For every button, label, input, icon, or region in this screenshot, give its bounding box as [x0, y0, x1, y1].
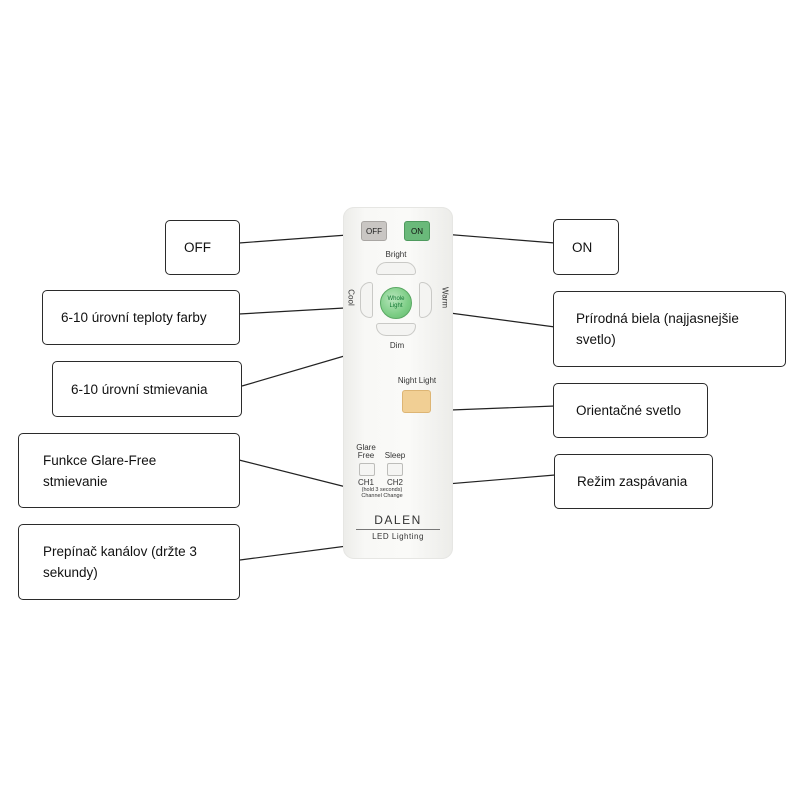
glare-free-ch1-button[interactable] — [359, 463, 375, 476]
brand-divider — [356, 529, 440, 530]
whole-light-label-2: Light — [389, 303, 403, 309]
brand-subtitle: LED Lighting — [372, 532, 424, 541]
warm-label: Warm — [440, 286, 450, 309]
callout-off: OFF — [165, 220, 240, 275]
on-button[interactable]: ON — [404, 221, 430, 241]
callout-sleep-mode: Režim zaspávania — [554, 454, 713, 509]
hold-note: (hold 3 seconds) — [361, 487, 403, 493]
callout-on-text: ON — [572, 239, 593, 255]
whole-light-label-1: Whole — [387, 296, 405, 302]
callout-natural-white-line1: Prírodná biela (najjasnejšie — [576, 311, 739, 326]
off-button[interactable]: OFF — [361, 221, 387, 241]
off-button-label: OFF — [366, 226, 382, 236]
sleep-label: Sleep — [384, 451, 406, 460]
channel-change-label: Channel Change — [361, 493, 403, 499]
on-button-label: ON — [411, 226, 423, 236]
callout-orientation-light: Orientačné svetlo — [553, 383, 708, 438]
callout-glare-free: Funkce Glare-Free stmievanie — [18, 433, 240, 508]
warm-button[interactable] — [419, 282, 432, 318]
glare-free-label-2: Free — [357, 451, 375, 460]
callout-channel-switch-line2: sekundy) — [43, 565, 98, 580]
callout-dimming-text: 6-10 úrovní stmievania — [71, 381, 208, 397]
callout-channel-switch: Prepínač kanálov (držte 3 sekundy) — [18, 524, 240, 600]
bright-label: Bright — [385, 250, 407, 259]
callout-glare-free-line1: Funkce Glare-Free — [43, 452, 157, 468]
ch2-label: CH2 — [386, 478, 403, 487]
brand-name: DALEN — [374, 513, 422, 527]
whole-light-button[interactable]: Whole Light — [380, 287, 412, 319]
callout-glare-free-line2: stmievanie — [43, 473, 108, 489]
callout-color-temperature: 6-10 úrovní teploty farby — [42, 290, 240, 345]
night-light-label: Night Light — [397, 376, 437, 385]
ch1-label: CH1 — [357, 478, 374, 487]
glare-free-label-1: Glare — [356, 443, 376, 452]
callout-natural-white: Prírodná biela (najjasnejšie svetlo) — [553, 291, 786, 367]
callout-on: ON — [553, 219, 619, 275]
night-light-button[interactable] — [402, 390, 431, 413]
callout-sleep-mode-text: Režim zaspávania — [577, 474, 688, 489]
callout-dimming: 6-10 úrovní stmievania — [52, 361, 242, 417]
callout-natural-white-line2: svetlo) — [576, 332, 616, 347]
callout-orientation-light-text: Orientačné svetlo — [576, 403, 682, 418]
sleep-ch2-button[interactable] — [387, 463, 403, 476]
cool-button[interactable] — [360, 282, 373, 318]
remote-control: OFF ON Bright Cool Whole Light Warm Dim … — [343, 207, 453, 559]
callout-off-text: OFF — [184, 240, 211, 255]
cool-label: Cool — [346, 289, 356, 306]
callout-color-temperature-text: 6-10 úrovní teploty farby — [61, 310, 207, 325]
callout-channel-switch-line1: Prepínač kanálov (držte 3 — [43, 544, 197, 559]
dim-button[interactable] — [376, 323, 416, 336]
bright-button[interactable] — [376, 262, 416, 275]
dim-label: Dim — [389, 341, 405, 350]
